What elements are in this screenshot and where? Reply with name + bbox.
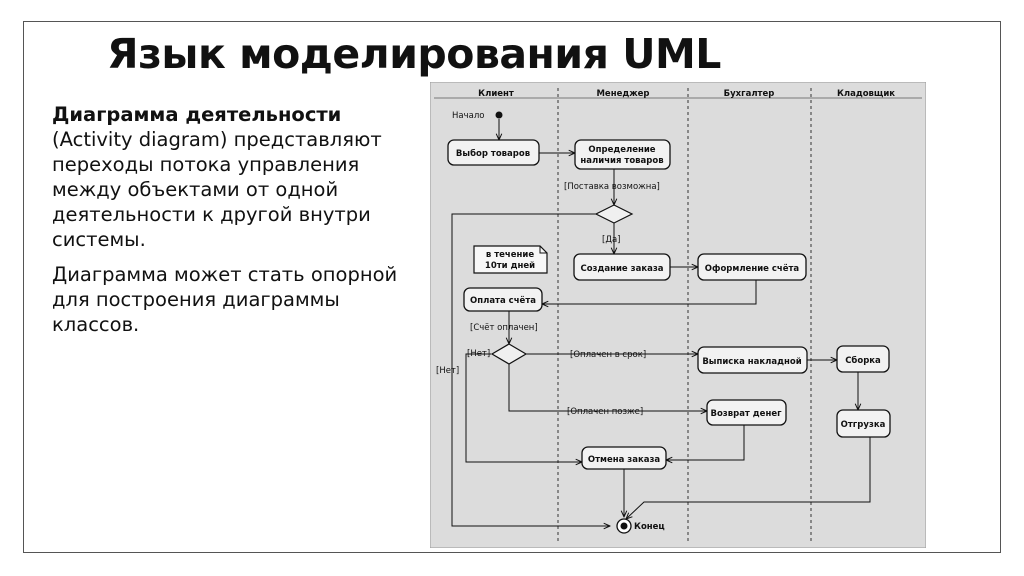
lane-separators — [434, 88, 922, 542]
lane-storekeeper: Кладовщик — [837, 89, 895, 99]
activity-waybill-label: Выписка накладной — [702, 357, 801, 367]
decision-delivery — [594, 204, 634, 224]
start-label: Начало — [452, 111, 484, 121]
activity-shipment: Отгрузка — [836, 409, 891, 438]
activity-shipment-label: Отгрузка — [841, 420, 886, 430]
activity-waybill: Выписка накладной — [697, 346, 808, 374]
activity-assembly-label: Сборка — [845, 355, 881, 366]
note-ten-days: в течение 10ти дней — [473, 245, 548, 274]
guard-paid-on-time: [Оплачен в срок] — [570, 350, 646, 360]
activity-check-availability: Определение наличия товаров — [574, 139, 671, 170]
activity-pay-invoice: Оплата счёта — [463, 287, 543, 312]
paragraph-2: Диаграмма может стать опорной для постро… — [52, 263, 398, 336]
paragraph-1-text: (Activity diagram) представляют переходы… — [52, 128, 382, 251]
note-line1: в течение — [486, 250, 534, 260]
activity-make-invoice: Оформление счёта — [697, 253, 807, 281]
activity-cancel-order-label: Отмена заказа — [588, 455, 661, 465]
activity-select-goods-label: Выбор товаров — [456, 148, 530, 159]
activity-pay-invoice-label: Оплата счёта — [470, 296, 536, 306]
flow-edges — [451, 119, 871, 526]
slide-body: Диаграмма деятельности(Activity diagram)… — [52, 102, 402, 347]
lane-manager: Менеджер — [596, 89, 649, 99]
decision-payment — [490, 343, 528, 365]
guard-paid-late: [Оплачен позже] — [567, 407, 643, 417]
activity-refund: Возврат денег — [706, 399, 787, 426]
paragraph-1: Диаграмма деятельности(Activity diagram)… — [52, 102, 402, 252]
slide-frame — [23, 21, 1001, 553]
lane-accountant: Бухгалтер — [724, 89, 775, 99]
lane-client: Клиент — [478, 89, 514, 99]
guard-no-left: [Нет] — [436, 366, 459, 376]
activity-diagram: Клиент Менеджер Бухгалтер Кладовщик Нача… — [430, 82, 926, 548]
activity-create-order-label: Создание заказа — [580, 264, 663, 274]
slide-title: Язык моделирования UML — [107, 30, 721, 78]
activity-create-order: Создание заказа — [573, 253, 671, 281]
activity-refund-label: Возврат денег — [710, 409, 782, 419]
activity-make-invoice-label: Оформление счёта — [705, 264, 800, 274]
activity-select-goods: Выбор товаров — [447, 139, 540, 166]
note-line2: 10ти дней — [485, 261, 535, 271]
activity-assembly: Сборка — [836, 345, 890, 373]
guard-delivery-possible: [Поставка возможна] — [564, 182, 660, 192]
end-label: Конец — [634, 522, 665, 532]
guard-no-inner: [Нет] — [467, 349, 490, 359]
paragraph-1-bold: Диаграмма деятельности — [52, 103, 342, 126]
activity-check-line2: наличия товаров — [580, 156, 663, 166]
start-node — [495, 111, 503, 119]
end-node-inner — [620, 522, 628, 530]
activity-cancel-order: Отмена заказа — [581, 446, 667, 470]
guard-yes: [Да] — [602, 235, 620, 245]
activity-check-line1: Определение — [588, 145, 655, 155]
guard-invoice-paid: [Счёт оплачен] — [470, 323, 538, 333]
